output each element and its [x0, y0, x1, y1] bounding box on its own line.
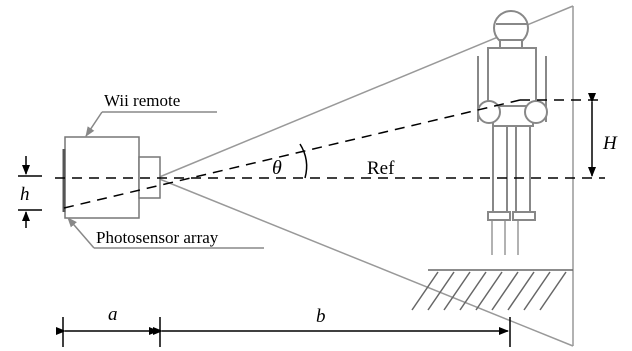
ground	[411, 269, 573, 311]
h-dimension	[18, 156, 42, 228]
photosensor-leader-diag	[67, 217, 95, 249]
a-label: a	[108, 304, 118, 325]
b-label: b	[316, 306, 326, 327]
humanoid-robot	[477, 10, 548, 221]
a-b-dimension	[56, 317, 511, 347]
wii-remote-label: Wii remote	[104, 91, 180, 110]
theta-label: θ	[272, 157, 282, 179]
H-label: H	[602, 133, 618, 154]
photosensor-label: Photosensor array	[96, 228, 219, 247]
theta-arc	[299, 143, 308, 179]
ref-label: Ref	[367, 158, 395, 179]
h-label: h	[20, 184, 30, 205]
wii-remote-leader-diag	[85, 111, 103, 137]
